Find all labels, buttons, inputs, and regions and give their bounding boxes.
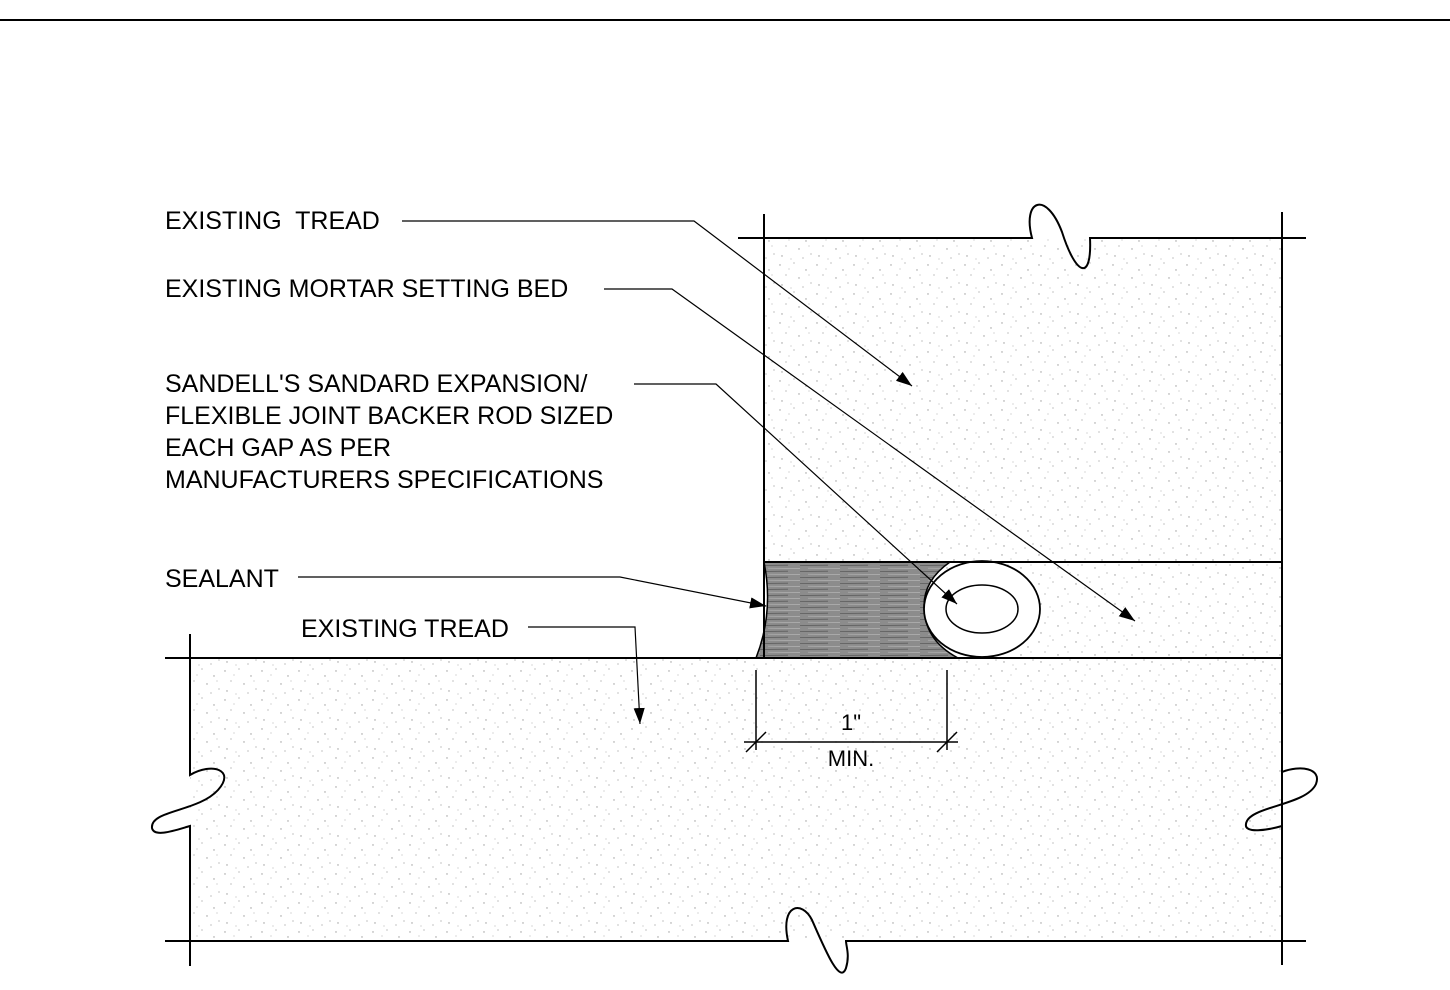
right-break-line: [1245, 658, 1318, 832]
leader-sealant: [298, 576, 767, 609]
label-backer-rod-line-3: EACH GAP AS PER: [165, 434, 391, 462]
backer-rod-outer: [923, 560, 1041, 658]
label-sealant: SEALANT: [165, 565, 279, 593]
dimension-qualifier: MIN.: [828, 746, 874, 771]
bottom-break-line: [165, 907, 1306, 974]
backer-rod-inner: [945, 584, 1019, 634]
label-backer-rod-line-4: MANUFACTURERS SPECIFICATIONS: [165, 466, 603, 494]
leader-mortar-setting-bed: [604, 288, 1136, 622]
dimension-value: 1": [841, 710, 861, 735]
leader-existing-tread-upper: [402, 220, 913, 387]
upper-tread-fill: [764, 238, 1282, 562]
leader-backer-rod: [634, 383, 958, 605]
label-existing-tread-lower: EXISTING TREAD: [301, 615, 509, 643]
label-existing-tread-upper: EXISTING TREAD: [165, 207, 380, 235]
label-backer-rod-line-1: SANDELL'S SANDARD EXPANSION/: [165, 370, 588, 398]
label-backer-rod-line-2: FLEXIBLE JOINT BACKER ROD SIZED: [165, 402, 613, 430]
label-existing-mortar-setting-bed: EXISTING MORTAR SETTING BED: [165, 275, 568, 303]
left-break-line: [150, 634, 226, 966]
upper-tread-outline: [763, 212, 1283, 965]
top-break-line: [738, 203, 1306, 270]
lower-tread-fill: [190, 658, 1282, 941]
dimension-lines: [744, 670, 958, 753]
leader-existing-tread-lower: [528, 626, 645, 725]
